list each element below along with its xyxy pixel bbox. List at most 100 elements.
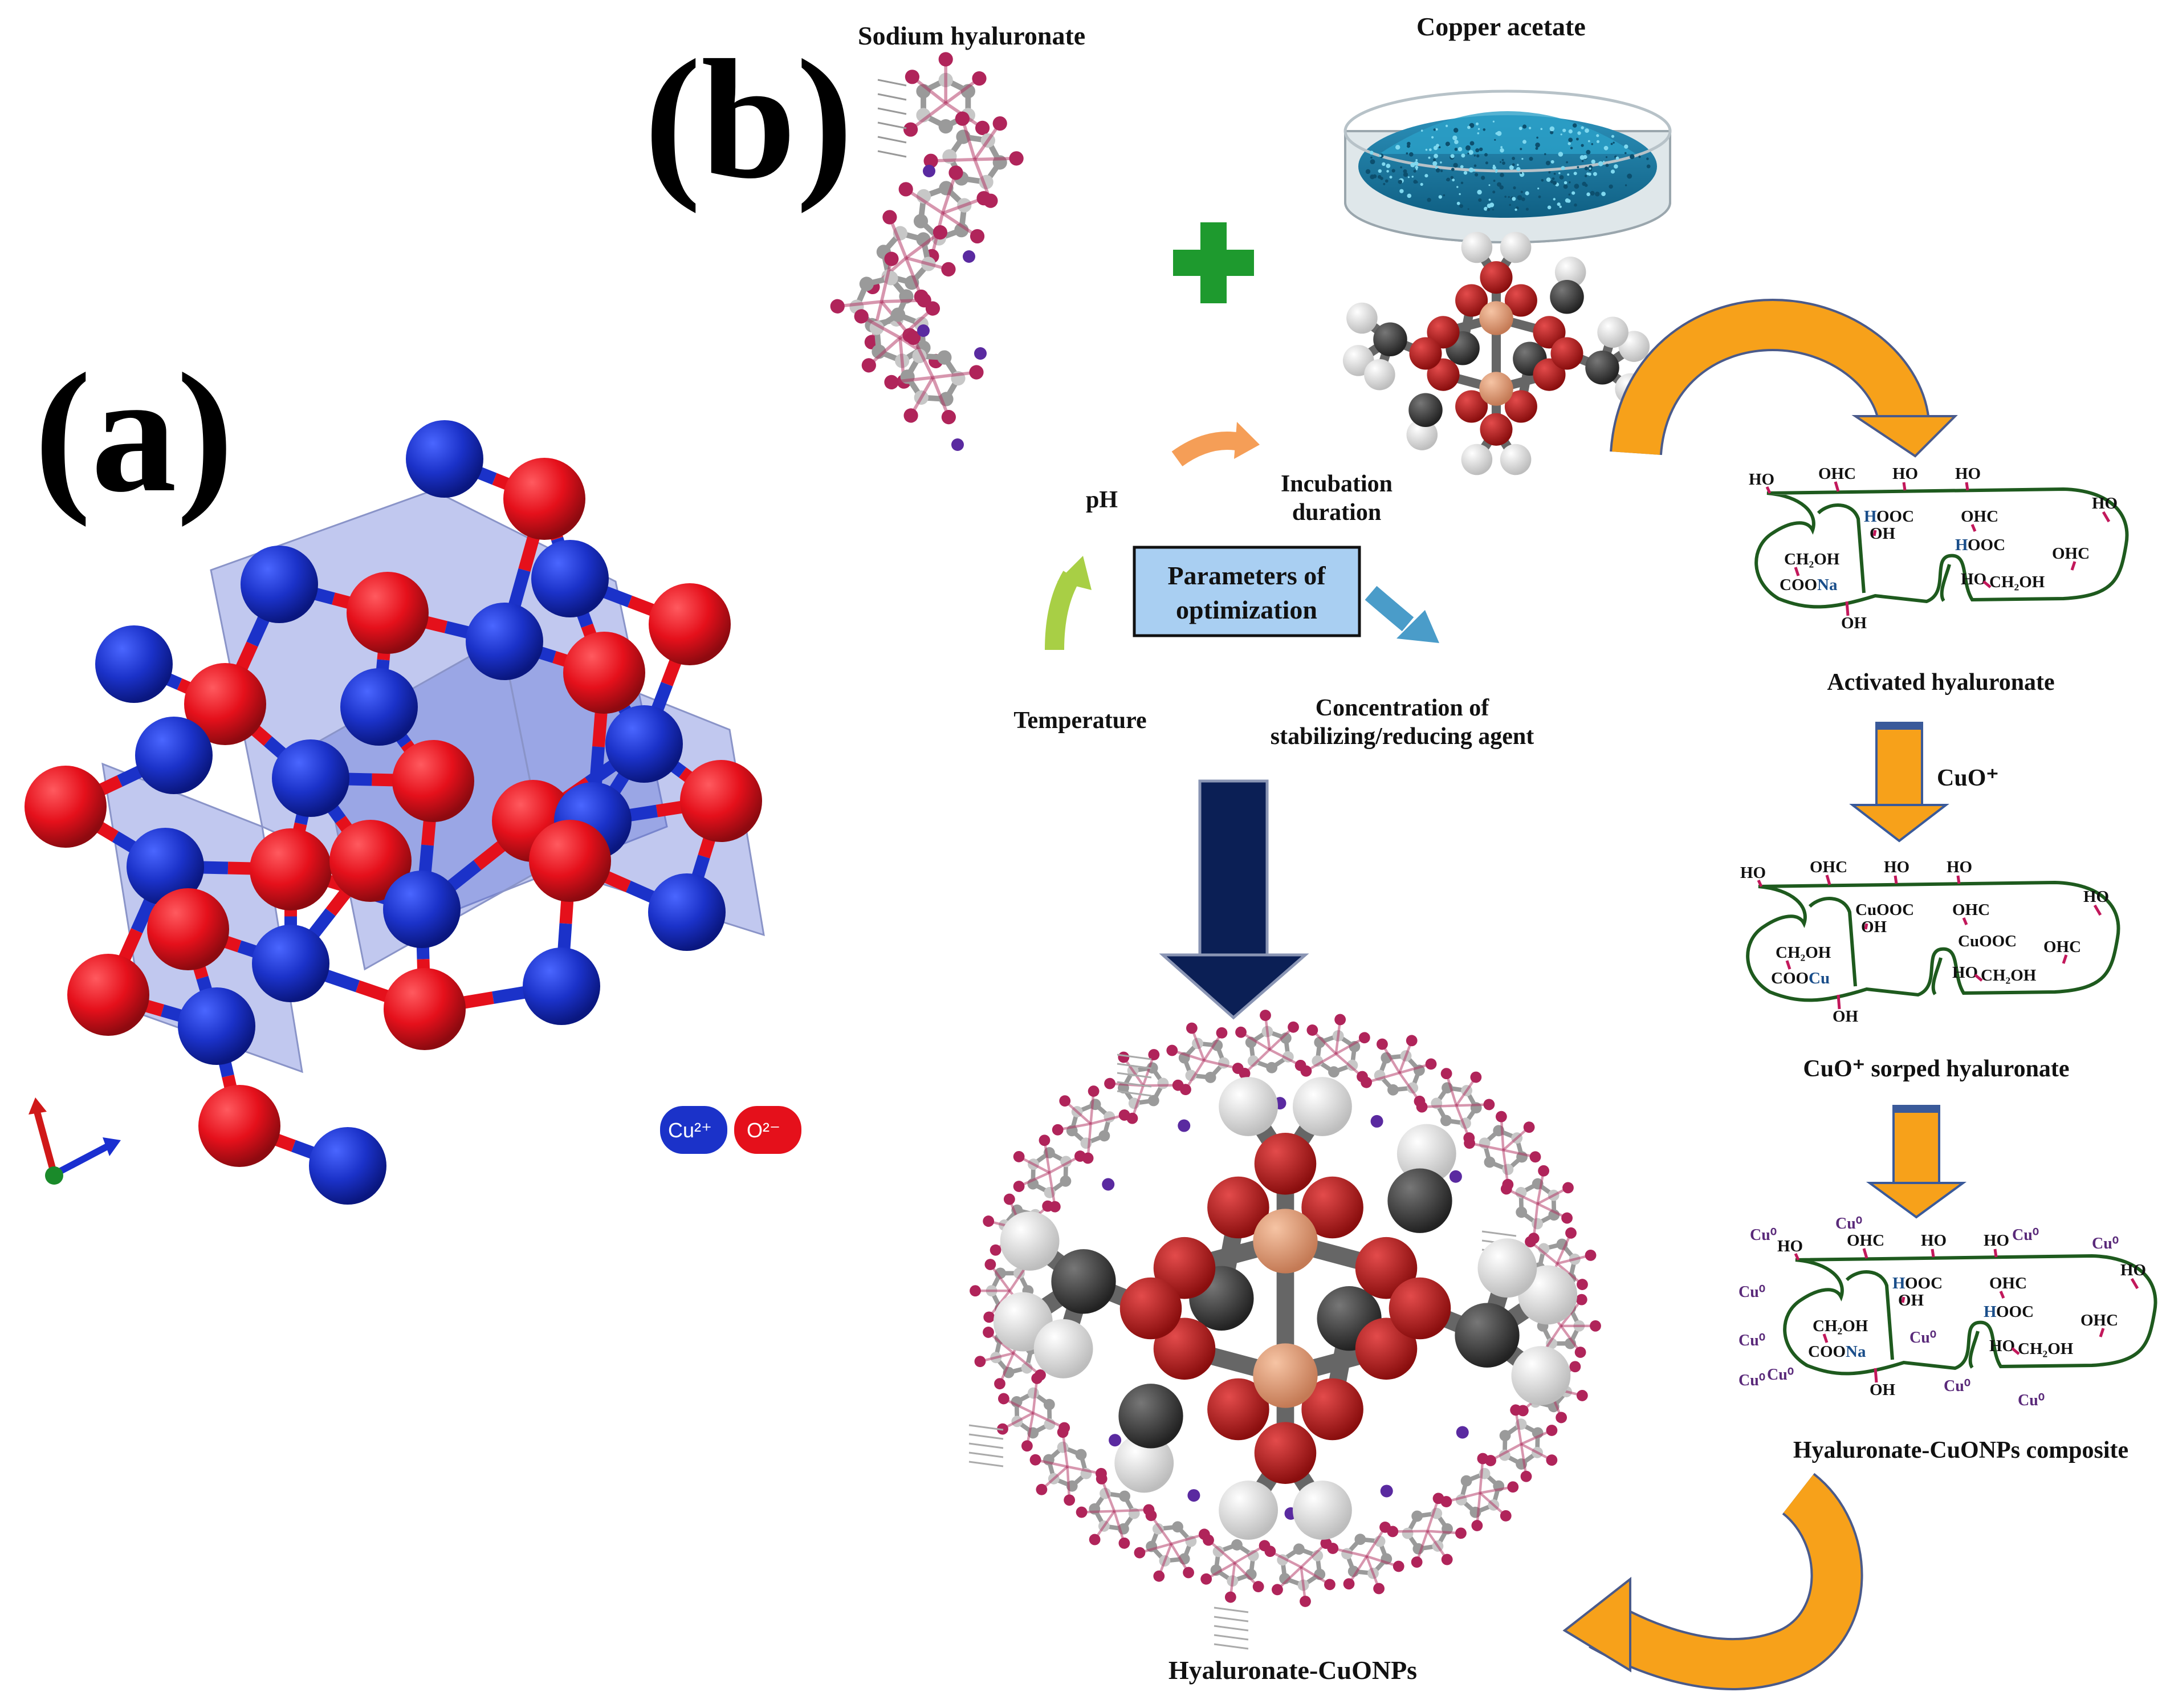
svg-text:Cu⁰: Cu⁰: [1767, 1366, 1794, 1384]
svg-text:HO: HO: [1777, 1237, 1803, 1255]
svg-text:HO: HO: [1740, 864, 1766, 882]
svg-text:Cu⁰: Cu⁰: [1738, 1283, 1765, 1301]
svg-text:HO: HO: [1892, 465, 1918, 483]
svg-text:HO: HO: [1884, 858, 1909, 876]
svg-text:OH: OH: [1841, 614, 1867, 632]
svg-text:CuOOC: CuOOC: [1855, 901, 1914, 919]
copper-acetate-molecule: [1342, 231, 1650, 475]
svg-text:OOC: OOC: [1996, 1303, 2034, 1321]
svg-text:Cu⁰: Cu⁰: [1944, 1377, 1970, 1395]
param-incubation-line1: Incubation: [1281, 471, 1393, 497]
panel-label-a: (a): [34, 338, 234, 528]
svg-text:HO: HO: [1952, 963, 1978, 982]
param-incubation-line2: duration: [1292, 499, 1381, 526]
svg-text:HO: HO: [1989, 1337, 2015, 1355]
svg-text:OOC: OOC: [1905, 1274, 1943, 1292]
svg-text:Cu⁰: Cu⁰: [1909, 1329, 1936, 1347]
navy-down-arrow: [1159, 779, 1309, 1020]
legend-cu-label: Cu²⁺: [668, 1119, 712, 1142]
svg-text:Na: Na: [1846, 1343, 1866, 1361]
svg-text:Cu⁰: Cu⁰: [1750, 1226, 1777, 1244]
svg-text:OOC: OOC: [1968, 536, 2005, 554]
svg-text:OHC: OHC: [1847, 1231, 1884, 1250]
cuo-sorped-label: CuO⁺ sorped hyaluronate: [1803, 1056, 2069, 1082]
activated-hyaluronate-label: Activated hyaluronate: [1827, 669, 2054, 696]
composite-label: Hyaluronate-CuONPs composite: [1793, 1437, 2128, 1463]
arrow-temperature-to-ph: [1045, 571, 1080, 650]
down-arrow-2: [1866, 1105, 1967, 1219]
svg-text:H: H: [1984, 1303, 1997, 1321]
svg-text:CH₂OH: CH₂OH: [1776, 944, 1831, 962]
svg-text:OH: OH: [1833, 1007, 1859, 1026]
legend-o-swatch: [734, 1106, 801, 1154]
arrow-incubation-to-concentration: [1365, 585, 1414, 632]
svg-text:CH₂OH: CH₂OH: [1989, 573, 2045, 591]
parameters-title-line2: optimization: [1176, 595, 1317, 624]
svg-text:HO: HO: [1749, 470, 1774, 489]
svg-text:COO: COO: [1780, 576, 1817, 594]
svg-text:COO: COO: [1808, 1343, 1846, 1361]
copper-acetate-core-molecule: [993, 1077, 1578, 1540]
legend-o-label: O²⁻: [747, 1119, 780, 1142]
sodium-hyaluronate-label: Sodium hyaluronate: [858, 21, 1085, 50]
svg-text:CH₂OH: CH₂OH: [2018, 1340, 2074, 1358]
svg-text:CH₂OH: CH₂OH: [1784, 550, 1840, 568]
legend: Cu²⁺ O²⁻: [660, 1106, 801, 1154]
svg-text:Cu⁰: Cu⁰: [1738, 1332, 1765, 1349]
svg-text:Cu: Cu: [1809, 969, 1830, 987]
svg-text:HO: HO: [1947, 858, 1972, 876]
svg-text:Na: Na: [1817, 576, 1838, 594]
curved-arrow-bottom: [1562, 1473, 1863, 1690]
arrow-ph-head: [1234, 422, 1260, 459]
svg-text:COO: COO: [1771, 969, 1809, 987]
cuo-plus-label: CuO⁺: [1937, 765, 1999, 791]
svg-text:OOC: OOC: [1876, 507, 1914, 526]
cuo-crystal-structure: [25, 420, 765, 1205]
sodium-hyaluronate-molecule: [830, 52, 1024, 451]
svg-text:HO: HO: [2092, 494, 2118, 513]
svg-text:Cu⁰: Cu⁰: [1835, 1215, 1862, 1233]
param-temperature-label: Temperature: [1013, 707, 1146, 734]
svg-text:H: H: [1892, 1274, 1906, 1292]
legend-cu-swatch: [660, 1106, 727, 1154]
svg-text:OHC: OHC: [1961, 507, 1998, 526]
svg-text:H: H: [1955, 536, 1968, 554]
optimization-cycle: Parameters of optimization pH Incubation…: [1013, 422, 1534, 750]
svg-text:HO: HO: [1921, 1231, 1947, 1250]
panel-label-b: (b): [644, 25, 853, 214]
svg-text:Cu⁰: Cu⁰: [2012, 1226, 2039, 1244]
param-concentration-line2: stabilizing/reducing agent: [1271, 723, 1534, 750]
param-concentration-line1: Concentration of: [1316, 695, 1489, 721]
plus-icon: [1173, 222, 1254, 303]
axis-gizmo-icon: [28, 1097, 121, 1185]
down-arrow-1: [1849, 722, 1949, 843]
copper-acetate-dish-image: [1343, 90, 1672, 243]
svg-text:CuOOC: CuOOC: [1958, 932, 2017, 950]
arrow-temp-head: [1057, 556, 1092, 590]
param-ph-label: pH: [1086, 487, 1118, 513]
copper-acetate-label: Copper acetate: [1416, 12, 1586, 41]
svg-text:OHC: OHC: [1818, 465, 1856, 483]
svg-text:H: H: [1864, 507, 1877, 526]
curved-arrow-top: [1610, 298, 1958, 458]
svg-text:OHC: OHC: [1810, 858, 1847, 876]
product-label: Hyaluronate-CuONPs: [1168, 1656, 1417, 1685]
arrow-ph-to-incubation: [1171, 432, 1241, 467]
svg-text:HO: HO: [1984, 1231, 2009, 1250]
svg-text:OHC: OHC: [1952, 901, 1990, 919]
svg-text:CH₂OH: CH₂OH: [1813, 1317, 1868, 1335]
svg-text:HO: HO: [1955, 465, 1981, 483]
svg-text:Cu⁰: Cu⁰: [2092, 1235, 2119, 1252]
svg-text:Cu⁰: Cu⁰: [2018, 1392, 2045, 1409]
arrow-conc-head: [1396, 610, 1439, 643]
svg-text:HO: HO: [2120, 1261, 2146, 1279]
parameters-box: [1133, 546, 1361, 637]
svg-text:OHC: OHC: [2080, 1311, 2118, 1329]
svg-text:CH₂OH: CH₂OH: [1981, 966, 2037, 985]
svg-text:HO: HO: [2083, 888, 2109, 906]
svg-text:OHC: OHC: [1989, 1274, 2027, 1292]
